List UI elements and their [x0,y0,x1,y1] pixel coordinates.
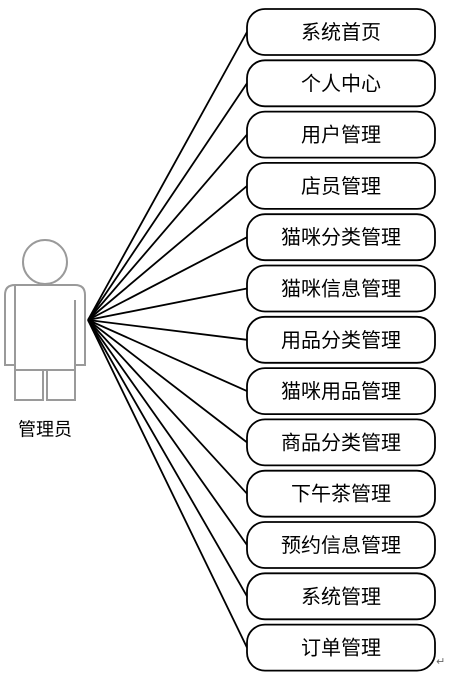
use-case-node: 预约信息管理 [246,521,436,569]
connector-lines [87,31,248,648]
use-case-box [246,572,436,621]
use-case-node: 订单管理 [246,623,436,672]
use-case-box [246,315,436,364]
use-case-box [246,367,436,416]
use-case-label: 下午茶管理 [291,482,391,506]
connector-line [87,319,248,392]
connector-line [87,319,248,597]
use-case-label: 系统管理 [301,584,381,608]
use-case-label: 猫咪信息管理 [281,277,401,301]
use-case-label: 店员管理 [301,174,381,198]
use-case-label: 商品分类管理 [281,430,401,454]
use-case-label: 用户管理 [301,123,381,147]
connector-line [87,319,248,546]
connector-line [87,319,248,495]
use-case-label: 猫咪分类管理 [281,225,401,249]
use-case-node: 用户管理 [246,110,436,159]
use-case-box [246,418,436,467]
use-case-node: 下午茶管理 [246,469,436,518]
connector-line [87,185,248,321]
use-case-box [246,264,436,313]
use-case-label: 订单管理 [301,636,381,660]
use-case-label: 猫咪用品管理 [281,379,401,403]
connector-line [87,319,248,648]
connector-line [87,287,248,321]
use-case-node: 个人中心 [246,59,436,108]
use-case-box [246,110,436,159]
actor-label: 管理员 [18,420,72,441]
connector-line [87,31,248,321]
use-case-node: 用品分类管理 [246,315,436,364]
actor-administrator: 管理员 [4,239,86,441]
use-case-box [246,623,436,672]
use-case-box [246,161,436,210]
use-case-box [246,59,436,108]
person-icon [4,239,86,401]
use-case-node: 猫咪信息管理 [246,264,436,313]
use-case-node: 店员管理 [246,161,436,210]
connector-line [87,134,248,321]
connector-line [87,319,248,341]
use-case-node: 商品分类管理 [246,418,436,467]
use-case-label: 系统首页 [301,20,381,44]
use-case-label: 预约信息管理 [281,533,401,557]
use-case-node: 猫咪用品管理 [246,367,436,416]
use-case-label: 个人中心 [301,71,381,95]
use-case-node: 猫咪分类管理 [246,213,436,262]
connector-line [87,82,248,321]
use-case-box [246,8,436,56]
connector-line [87,319,248,444]
use-case-node: 系统管理 [246,572,436,621]
use-case-box [246,213,436,262]
paragraph-mark: ↵ [436,655,445,668]
use-case-list: 系统首页个人中心用户管理店员管理猫咪分类管理猫咪信息管理用品分类管理猫咪用品管理… [246,8,436,672]
use-case-node: 系统首页 [246,8,436,56]
use-case-box [246,469,436,518]
use-case-label: 用品分类管理 [281,328,401,352]
connector-line [87,236,248,321]
use-case-box [246,521,436,569]
